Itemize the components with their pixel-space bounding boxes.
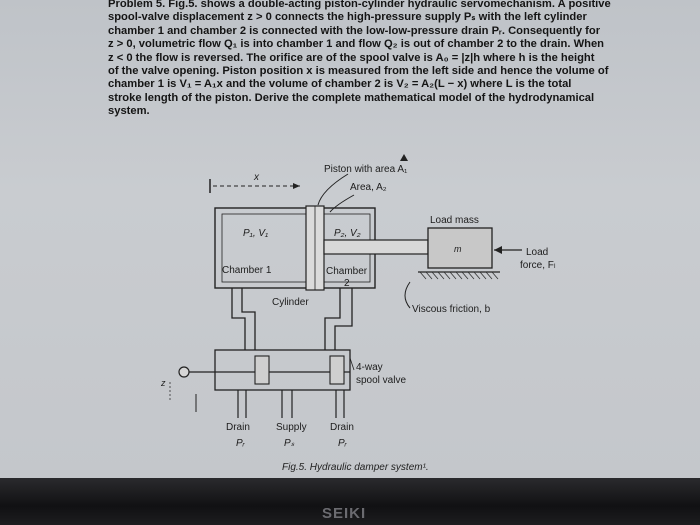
problem-line: stroke length of the piston. Derive the … [108, 91, 595, 104]
x-label: x [253, 172, 260, 183]
problem-statement: Problem 5. Fig.5. shows a double-acting … [108, 0, 628, 119]
hydraulic-diagram: x Piston with area A₁ Area, A₂ P₁, V₁ P₂… [160, 164, 556, 449]
cylinder-label: Cylinder [272, 297, 309, 308]
piston-area1-label: Piston with area A₁ [324, 164, 408, 175]
z-label: z [160, 378, 166, 388]
supply-label: Supply [276, 422, 307, 433]
textbook-page: Problem 5. Fig.5. shows a double-acting … [0, 0, 700, 478]
viscous-friction-label: Viscous friction, b [412, 304, 491, 315]
problem-line: chamber 1 is V₁ = A₁x and the volume of … [108, 78, 572, 91]
chamber1-label: Chamber 1 [222, 265, 272, 276]
spool-valve-label-line1: 4-way [356, 362, 383, 373]
monitor-bezel [0, 478, 700, 525]
drain-left-label: Drain [226, 422, 250, 433]
load-force-label-line1: Load [526, 247, 548, 258]
drain-right-label: Drain [330, 422, 354, 433]
drain-left-symbol: Pᵣ [236, 438, 246, 449]
mass-symbol: m [454, 244, 462, 254]
load-force-label-line2: force, Fₗ [520, 260, 556, 271]
spool-valve-label-line2: spool valve [356, 375, 406, 386]
p2v2-label: P₂, V₂ [334, 228, 361, 239]
chamber2-label-line1: Chamber [326, 266, 368, 277]
problem-line: of the valve opening. Piston position x … [108, 65, 609, 78]
problem-line: spool-valve displacement z > 0 connects … [108, 11, 587, 24]
drain-right-symbol: Pᵣ [338, 438, 348, 449]
piston-area2-label: Area, A₂ [350, 182, 387, 193]
problem-line: chamber 1 and chamber 2 is connected wit… [108, 24, 601, 37]
load-mass-block [427, 227, 493, 269]
load-mass-label: Load mass [430, 215, 479, 226]
chamber2-label-line2: 2 [344, 278, 350, 289]
problem-line: z > 0, volumetric flow Q₁ is into chambe… [108, 38, 605, 51]
problem-line: system. [108, 105, 150, 118]
brand-logo: SEIKI [322, 505, 367, 522]
spool-handle [178, 366, 190, 378]
p1v1-label: P₁, V₁ [243, 228, 268, 239]
supply-symbol: Pₛ [284, 438, 295, 449]
problem-line: z < 0 the flow is reversed. The orifice … [108, 51, 595, 64]
figure-caption: Fig.5. Hydraulic damper system¹. [282, 462, 429, 473]
piston-rod [323, 239, 429, 255]
problem-line: Problem 5. Fig.5. shows a double-acting … [108, 0, 611, 10]
spool-land-right [329, 355, 345, 385]
spool-land-left [254, 355, 270, 385]
